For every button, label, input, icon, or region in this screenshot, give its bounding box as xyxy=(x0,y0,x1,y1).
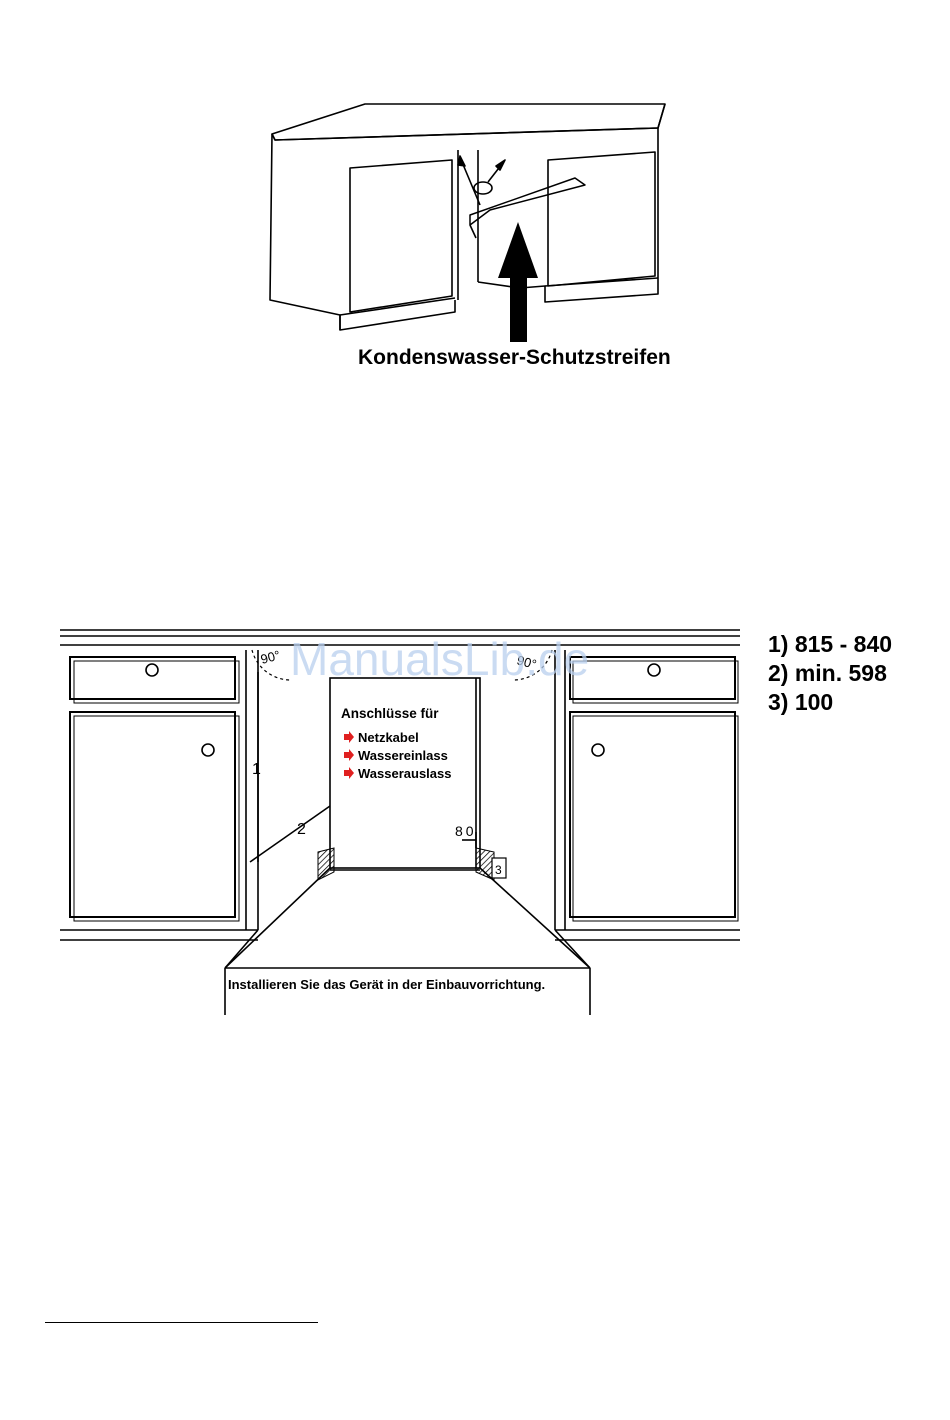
left-drawer xyxy=(70,657,235,699)
dimension-1-label: 1 xyxy=(252,761,261,778)
right-drawer-knob xyxy=(648,664,660,676)
left-door-knob xyxy=(202,744,214,756)
condensation-strip-figure: Kondenswasser-Schutzstreifen xyxy=(0,0,950,400)
left-hatched-block xyxy=(318,848,334,880)
left-angle-arc xyxy=(252,650,292,680)
spec-line-3: 3) 100 xyxy=(768,688,833,717)
connections-title: Anschlüsse für xyxy=(341,706,439,721)
dimension-80-label: 80 xyxy=(455,823,477,839)
left-drawer-knob xyxy=(146,664,158,676)
right-drawer xyxy=(570,657,735,699)
right-cabinet-door xyxy=(548,152,655,286)
red-arrow-icon xyxy=(344,731,354,743)
connection-item: Netzkabel xyxy=(358,730,419,745)
installation-instruction: Installieren Sie das Gerät in der Einbau… xyxy=(228,977,545,992)
left-door xyxy=(70,712,235,917)
connection-item: Wasserauslass xyxy=(358,766,451,781)
dimension-3-label: 3 xyxy=(495,863,502,877)
spec-line-2: 2) min. 598 xyxy=(768,659,887,688)
watermark: ManualsLib.de xyxy=(290,633,589,685)
angle-right-label: 90° xyxy=(515,652,538,672)
dimension-2-label: 2 xyxy=(297,821,306,838)
right-door-knob xyxy=(592,744,604,756)
spec-line-1: 1) 815 - 840 xyxy=(768,630,892,659)
left-cabinet-door xyxy=(350,160,452,312)
protection-strip xyxy=(470,178,585,225)
connection-list: Netzkabel Wassereinlass Wasserauslass xyxy=(344,730,451,781)
footnote-separator xyxy=(45,1322,318,1323)
right-angle-arc xyxy=(512,650,552,680)
red-arrow-icon xyxy=(344,749,354,761)
connection-board xyxy=(330,678,480,868)
strip-roll xyxy=(474,182,492,194)
up-arrow-icon xyxy=(498,222,538,342)
strip-caption: Kondenswasser-Schutzstreifen xyxy=(358,346,671,369)
connection-item: Wassereinlass xyxy=(358,748,448,763)
red-arrow-icon xyxy=(344,767,354,779)
right-door xyxy=(570,712,735,917)
right-hatched-block xyxy=(476,848,494,880)
angle-left-label: 90° xyxy=(259,647,282,667)
